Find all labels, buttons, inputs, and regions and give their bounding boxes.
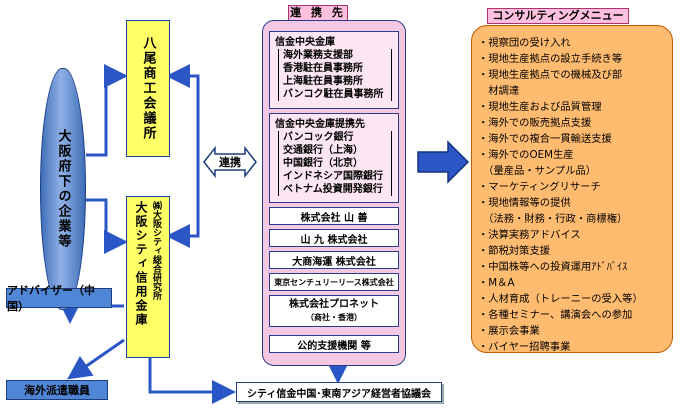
arrow-right-bracket-top xyxy=(166,64,200,160)
menu-item: ・決算実務アドバイス xyxy=(478,229,581,241)
research-institute-label: ㈱大阪シティ総合研究所 xyxy=(151,201,161,300)
menu-item: ・バイヤー招聘事業 xyxy=(478,341,571,353)
consulting-menu-tag: コンサルティングメニュー xyxy=(487,8,629,24)
consulting-menu-panel: ・視察団の受け入れ ・現地生産拠点の設立手続き等 ・現地生産拠点での機械及び部 … xyxy=(471,25,673,353)
yamazen-box: 株式会社 山 善 xyxy=(269,207,399,225)
menu-item: （法務・財務・行政・商標権） xyxy=(478,213,628,225)
shinkin-chuo-line: 香港駐在員事務所 xyxy=(283,63,363,74)
shinkin-label: 大阪シティ信用金庫 xyxy=(134,201,148,327)
menu-item: ・海外でのOEM生産 xyxy=(478,149,574,161)
menu-item: ・マーケティングリサーチ xyxy=(478,181,601,193)
menu-item: ・各種セミナー、講演会への参加 xyxy=(478,309,633,321)
menu-item: ・現地情報等の提供 xyxy=(478,197,571,209)
partner-banks-box: 信金中央金庫提携先 バンコック銀行 交通銀行（上海） 中国銀行（北京） インドネ… xyxy=(269,113,399,203)
yamaku-box: 山 九 株式会社 xyxy=(269,229,399,247)
menu-item: ・視察団の受け入れ xyxy=(478,37,571,49)
partner-bank-line: 中国銀行（北京） xyxy=(283,158,363,169)
arrow-to-council xyxy=(148,358,236,404)
advisor-china-box: アドバイザー（中国） xyxy=(6,284,112,313)
partners-tag: 連 携 先 xyxy=(288,5,348,21)
menu-item: ・現地生産拠点での機械及び部 xyxy=(478,69,623,81)
osaka-city-shinkin-box: ㈱大阪シティ総合研究所 大阪シティ信用金庫 xyxy=(126,196,170,358)
arrow-to-dispatch xyxy=(67,338,125,380)
yao-chamber-label: 八尾商工会議所 xyxy=(140,36,156,141)
osaka-companies-oval: 大阪府下の企業等 xyxy=(40,68,86,310)
big-arrow-to-menu xyxy=(417,140,470,184)
menu-item: ・海外での複合一貫輸送支援 xyxy=(478,133,612,145)
shinkin-chuo-line: 海外業務支援部 xyxy=(283,50,353,61)
shinkin-chuo-title: 信金中央金庫 xyxy=(275,37,335,48)
menu-item: ・現地生産拠点の設立手続き等 xyxy=(478,53,623,65)
daisho-box: 大商海運 株式会社 xyxy=(269,251,399,269)
partners-panel: 信金中央金庫 海外業務支援部 香港駐在員事務所 上海駐在員事務所 バンコク駐在員… xyxy=(262,20,406,366)
menu-item: ・現地生産および品質管理 xyxy=(478,101,602,113)
arrow-right-bracket-bottom xyxy=(166,160,200,248)
menu-item: （量産品・サンプル品） xyxy=(478,165,597,177)
tokyo-century-box: 東京センチュリーリース株式会社 xyxy=(269,273,399,291)
renkei-double-arrow: 連携 xyxy=(203,145,257,179)
menu-item: ・人材育成（トレーニーの受入等） xyxy=(478,293,643,305)
osaka-companies-label: 大阪府下の企業等 xyxy=(55,129,71,249)
council-box: シティ信金中国･東南アジア経営者協議会 xyxy=(236,382,442,402)
menu-item: ・中国株等への投資運用ｱﾄﾞﾊﾞｲｽ xyxy=(478,261,628,273)
pronet-sub: （商社・香港） xyxy=(306,313,362,322)
menu-item: ・節税対策支援 xyxy=(478,245,551,257)
menu-item: ・展示会事業 xyxy=(478,325,540,337)
renkei-label: 連携 xyxy=(219,155,241,169)
partner-banks-title: 信金中央金庫提携先 xyxy=(275,119,365,130)
partner-bank-line: 交通銀行（上海） xyxy=(283,145,363,156)
menu-item: ・M＆A xyxy=(478,277,515,289)
arrow-companies-shinkin xyxy=(86,198,128,254)
yao-chamber-box: 八尾商工会議所 xyxy=(126,20,170,157)
partner-bank-line: ベトナム投資開発銀行 xyxy=(283,184,383,195)
partner-bank-line: インドネシア国際銀行 xyxy=(283,171,383,182)
pronet-name: 株式会社プロネット xyxy=(289,299,379,310)
public-support-box: 公的支援機関 等 xyxy=(269,335,399,353)
shinkin-chuo-line: 上海駐在員事務所 xyxy=(283,76,363,87)
partner-bank-line: バンコック銀行 xyxy=(283,132,354,143)
shinkin-chuo-line: バンコク駐在員事務所 xyxy=(283,89,384,100)
menu-item: 材調達 xyxy=(478,85,520,97)
shinkin-chuo-box: 信金中央金庫 海外業務支援部 香港駐在員事務所 上海駐在員事務所 バンコク駐在員… xyxy=(269,31,399,109)
arrow-companies-chamber xyxy=(86,64,128,157)
menu-item: ・海外での販売拠点支援 xyxy=(478,117,592,129)
consulting-menu-list: ・視察団の受け入れ ・現地生産拠点の設立手続き等 ・現地生産拠点での機械及び部 … xyxy=(478,35,672,355)
pronet-box: 株式会社プロネット （商社・香港） xyxy=(269,295,399,327)
dispatched-staff-box: 海外派遣職員 xyxy=(6,380,108,400)
